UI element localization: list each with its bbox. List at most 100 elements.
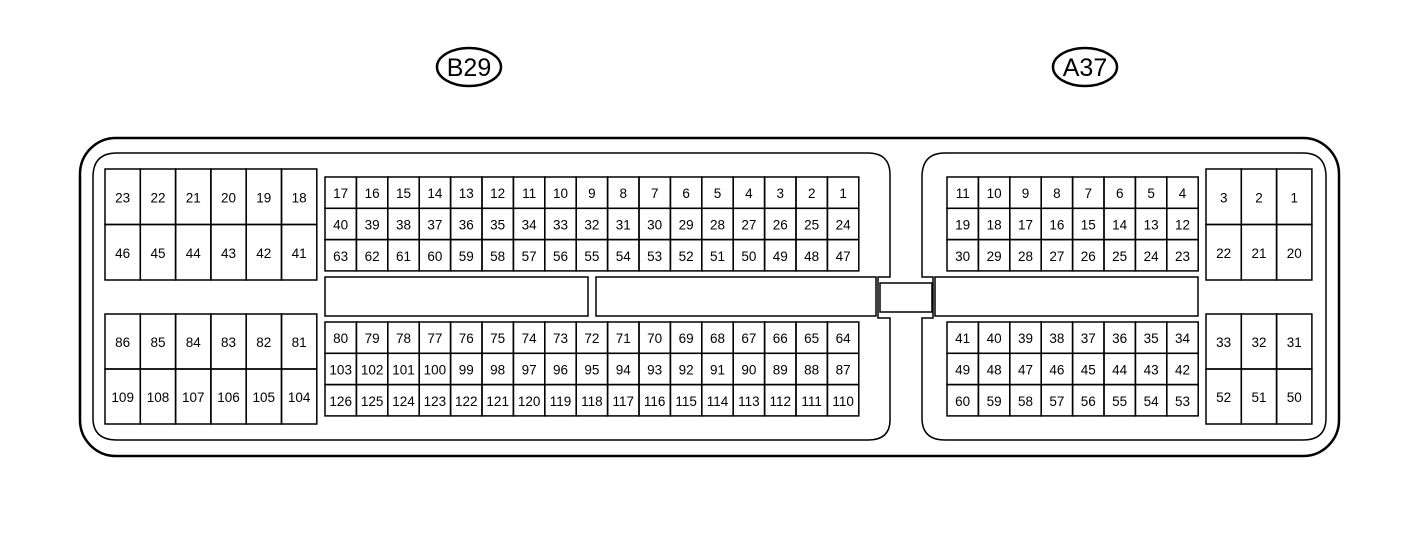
pin-cell <box>1275 368 1313 425</box>
pin-cell <box>280 368 318 425</box>
pin-number: 32 <box>584 218 599 233</box>
pin-number: 77 <box>427 331 442 346</box>
pin-number: 104 <box>288 390 311 405</box>
pin-number: 38 <box>396 218 411 233</box>
pin-number: 36 <box>1112 331 1127 346</box>
pin-cell <box>1166 383 1199 417</box>
pin-number: 87 <box>836 362 851 377</box>
pin-number: 63 <box>333 249 348 264</box>
pin-number: 49 <box>955 362 970 377</box>
pin-number: 30 <box>647 218 662 233</box>
pin-number: 57 <box>522 249 537 264</box>
pin-number: 29 <box>987 249 1002 264</box>
a37-label-text: A37 <box>1063 54 1107 82</box>
pin-number: 29 <box>679 218 694 233</box>
pin-number: 59 <box>987 394 1002 409</box>
pin-number: 55 <box>584 249 599 264</box>
pin-number: 47 <box>836 249 851 264</box>
pin-number: 120 <box>518 394 541 409</box>
pin-number: 57 <box>1049 394 1064 409</box>
a37-label: A37 <box>1051 46 1119 88</box>
pin-number: 10 <box>553 186 568 201</box>
pin-number: 116 <box>644 394 666 409</box>
pin-number: 10 <box>987 186 1002 201</box>
pin-number: 111 <box>801 394 822 409</box>
pin-number: 23 <box>1175 249 1190 264</box>
pin-number: 24 <box>1144 249 1160 264</box>
pin-number: 93 <box>647 362 662 377</box>
pin-number: 54 <box>1144 394 1160 409</box>
pin-number: 44 <box>186 246 202 261</box>
b29-slot-right <box>595 276 877 317</box>
b29-label: B29 <box>435 46 503 88</box>
b29-slot-left <box>324 276 589 317</box>
pin-number: 42 <box>1175 362 1190 377</box>
pin-number: 8 <box>1053 186 1061 201</box>
pin-number: 103 <box>329 362 352 377</box>
pin-number: 2 <box>1255 190 1263 205</box>
pin-number: 101 <box>392 362 415 377</box>
pin-number: 16 <box>1049 218 1064 233</box>
pin-number: 36 <box>459 218 474 233</box>
pin-number: 38 <box>1049 331 1064 346</box>
pin-number: 25 <box>1112 249 1127 264</box>
a37-housing <box>921 152 1327 441</box>
pin-number: 17 <box>1018 218 1033 233</box>
pin-number: 82 <box>256 335 271 350</box>
pin-number: 74 <box>522 331 538 346</box>
pin-number: 41 <box>955 331 970 346</box>
pin-number: 123 <box>424 394 447 409</box>
pin-number: 73 <box>553 331 568 346</box>
pin-number: 15 <box>1081 218 1096 233</box>
pin-number: 43 <box>221 246 236 261</box>
pin-number: 51 <box>1251 390 1266 405</box>
pin-number: 50 <box>1287 390 1302 405</box>
pin-number: 5 <box>714 186 722 201</box>
pin-number: 33 <box>553 218 568 233</box>
pin-number: 79 <box>365 331 380 346</box>
pin-number: 28 <box>1018 249 1033 264</box>
pin-number: 39 <box>365 218 380 233</box>
pin-number: 55 <box>1112 394 1127 409</box>
pin-number: 52 <box>1216 390 1231 405</box>
pin-number: 88 <box>804 362 819 377</box>
pin-number: 15 <box>396 186 411 201</box>
pin-number: 95 <box>584 362 599 377</box>
pin-number: 11 <box>956 186 970 201</box>
pin-number: 11 <box>522 186 536 201</box>
pin-cell <box>826 383 860 417</box>
pin-number: 58 <box>1018 394 1033 409</box>
pin-number: 32 <box>1251 335 1266 350</box>
pin-number: 35 <box>1144 331 1159 346</box>
pin-number: 18 <box>292 190 307 205</box>
pin-number: 102 <box>361 362 384 377</box>
pin-number: 46 <box>1049 362 1064 377</box>
pin-number: 24 <box>836 218 852 233</box>
pin-number: 100 <box>424 362 447 377</box>
pin-number: 69 <box>679 331 694 346</box>
pin-number: 108 <box>147 390 170 405</box>
b29-label-oval <box>435 46 503 88</box>
a37-label-oval <box>1051 46 1119 88</box>
pin-number: 14 <box>427 186 443 201</box>
pin-number: 40 <box>987 331 1002 346</box>
pin-number: 41 <box>292 246 307 261</box>
pin-cell <box>280 223 318 281</box>
pin-number: 89 <box>773 362 788 377</box>
pin-number: 33 <box>1216 335 1231 350</box>
pin-number: 114 <box>707 394 729 409</box>
pin-number: 109 <box>111 390 134 405</box>
pin-number: 70 <box>647 331 662 346</box>
pin-number: 71 <box>616 331 631 346</box>
pin-number: 21 <box>186 190 201 205</box>
pin-number: 86 <box>115 335 130 350</box>
pin-number: 91 <box>710 362 725 377</box>
pin-number: 25 <box>804 218 819 233</box>
pin-number: 37 <box>1081 331 1096 346</box>
pin-number: 21 <box>1251 246 1266 261</box>
pin-number: 35 <box>490 218 505 233</box>
pin-number: 90 <box>741 362 756 377</box>
